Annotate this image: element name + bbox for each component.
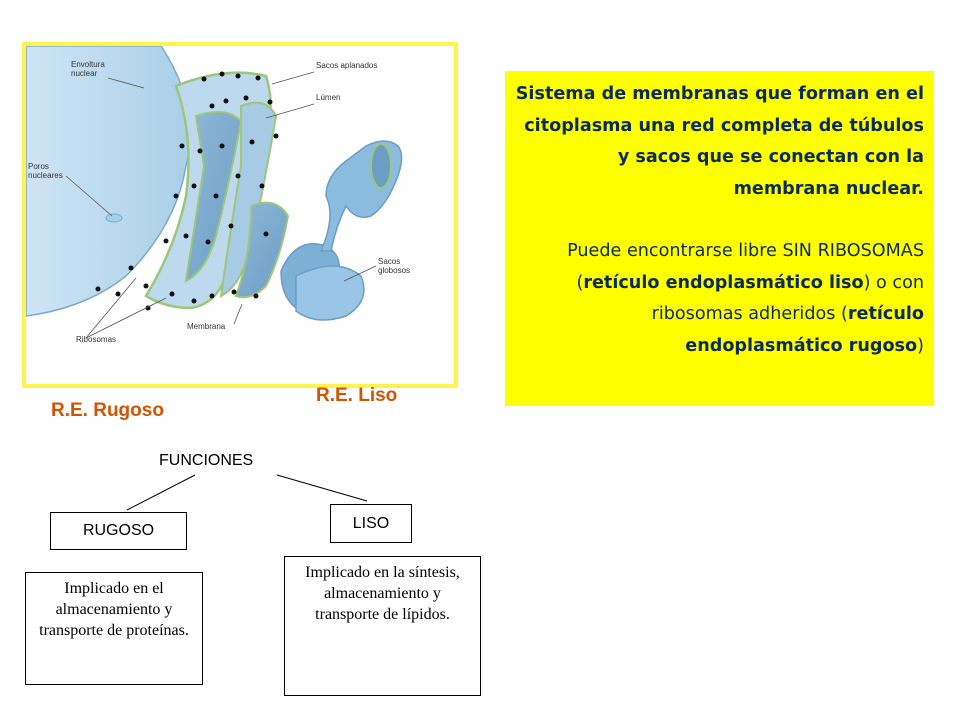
ribosomas-label: Ribosomas	[76, 335, 117, 344]
description-box: Sistema de membranas que forman en el ci…	[505, 71, 934, 406]
lumen-label: Lúmen	[316, 93, 341, 102]
description-paragraph-2: Puede encontrarse libre SIN RIBOSOMAS (r…	[567, 241, 924, 356]
rugoso-box: RUGOSO	[50, 512, 187, 550]
membrana-label: Membrana	[187, 322, 226, 331]
er-illustration	[26, 46, 403, 339]
rugoso-description: Implicado en el almacenamiento y transpo…	[25, 572, 203, 685]
sacos-aplanados-label: Sacos aplanados	[316, 61, 378, 70]
liso-box: LISO	[330, 504, 412, 543]
funciones-title: FUNCIONES	[159, 452, 254, 469]
sacos-globosos-label: Sacos globosos	[378, 257, 411, 275]
poros-label: Poros nucleares	[28, 162, 63, 180]
re-rugoso-label: R.E. Rugoso	[51, 400, 164, 421]
description-paragraph-1: Sistema de membranas que forman en el ci…	[515, 84, 924, 199]
envoltura-label: Envoltura nuclear	[71, 60, 105, 78]
liso-description: Implicado en la síntesis, almacenamiento…	[284, 556, 481, 696]
re-liso-label: R.E. Liso	[316, 385, 398, 406]
er-illustration-frame: Envoltura nuclear Poros nucleares Sacos …	[22, 42, 458, 388]
